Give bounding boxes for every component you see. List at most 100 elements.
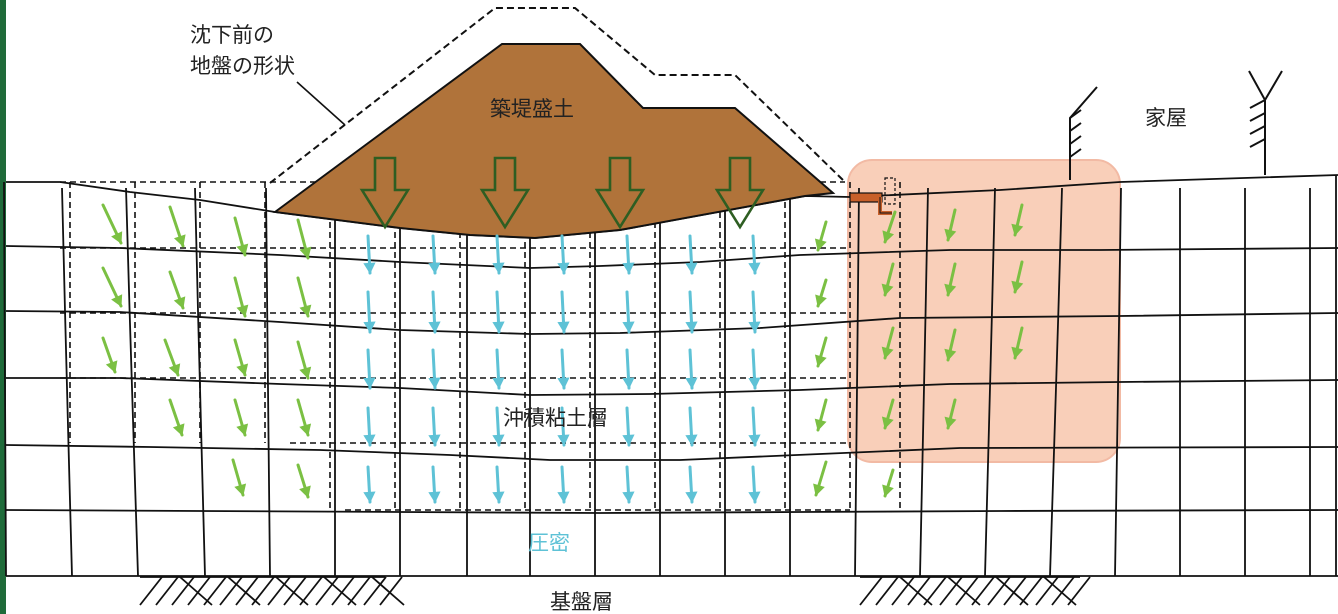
lateral-arrow	[882, 468, 895, 498]
lateral-arrow	[168, 270, 186, 310]
consolidation-arrow	[622, 406, 635, 447]
lateral-arrow	[233, 216, 249, 257]
grid-column-line	[854, 187, 860, 577]
lateral-arrow	[944, 208, 957, 242]
bedrock-hatch-stroke	[315, 576, 339, 606]
bedrock-hatch-stroke	[139, 576, 163, 606]
lateral-arrow	[1011, 326, 1024, 360]
bedrock-hatch-stroke	[875, 576, 899, 606]
bedrock-hatch-stroke	[267, 576, 291, 606]
bedrock-hatch-stroke	[235, 576, 259, 606]
consolidation-arrow	[685, 465, 698, 504]
consolidation-arrow	[685, 290, 698, 334]
lateral-arrow	[881, 326, 895, 360]
consolidation-arrow	[557, 234, 570, 275]
consolidation-arrow	[363, 348, 376, 390]
bedrock-hatch-stroke	[331, 576, 355, 606]
consolidation-arrow	[363, 465, 376, 504]
consolidation-arrow	[622, 348, 635, 390]
grid-column-line	[3, 181, 7, 577]
lateral-arrow	[101, 266, 123, 308]
bedrock-hatch-stroke	[859, 576, 883, 606]
grid-row-line	[5, 444, 1338, 461]
lateral-arrow	[881, 398, 895, 430]
load-arrow	[714, 156, 766, 230]
bedrock-hatch-stroke	[1035, 576, 1059, 606]
consolidation-arrow	[363, 234, 376, 275]
consolidation-arrow	[557, 348, 570, 390]
consolidation-arrow	[428, 290, 441, 334]
bedrock-hatch-stroke	[179, 576, 213, 606]
lateral-arrow	[1011, 203, 1024, 237]
consolidation-arrow	[428, 348, 441, 390]
bedrock-hatch-stroke	[955, 576, 979, 606]
lateral-arrow	[813, 460, 828, 497]
consolidation-arrow	[363, 406, 376, 447]
load-arrow	[594, 156, 646, 230]
consolidation-arrow	[492, 465, 505, 504]
load-arrow	[479, 156, 531, 230]
lateral-arrow	[1011, 260, 1024, 294]
label-embankment: 築堤盛土	[490, 97, 574, 121]
bedrock-hatch-stroke	[323, 576, 357, 606]
consolidation-arrow	[622, 465, 635, 504]
left-edge-bar	[0, 0, 6, 614]
bedrock-hatch-stroke	[187, 576, 211, 606]
grid-column-line	[1114, 187, 1122, 577]
grid-column-line	[919, 187, 929, 577]
label-house: 家屋	[1145, 106, 1187, 130]
consolidation-arrow	[428, 465, 441, 504]
bedrock-hatch-stroke	[219, 576, 243, 606]
consolidation-arrow	[622, 290, 635, 334]
consolidation-arrow	[557, 465, 570, 504]
lateral-arrow	[882, 210, 897, 244]
embankment-shape	[272, 43, 836, 240]
consolidation-arrow	[492, 290, 505, 334]
bedrock-hatch-stroke	[1043, 576, 1077, 606]
house-left-icon	[1069, 86, 1098, 180]
lateral-arrow	[296, 340, 312, 380]
bedrock-hatch-stroke	[171, 576, 195, 606]
bedrock-hatch-stroke	[1003, 576, 1027, 606]
grid-row-line	[5, 245, 1338, 269]
lateral-arrow	[233, 338, 249, 377]
bedrock-hatch-stroke	[363, 576, 387, 606]
bedrock-hatch-stroke	[155, 576, 179, 606]
label-bedrock: 基盤層	[550, 590, 613, 614]
bedrock-hatch-stroke	[947, 576, 981, 606]
lateral-arrow	[163, 338, 181, 377]
bedrock-hatch	[139, 576, 1091, 606]
bedrock-hatch-stroke	[379, 576, 403, 606]
lateral-arrow	[233, 276, 249, 318]
consolidation-arrow	[685, 234, 698, 275]
consolidation-arrow	[363, 290, 376, 334]
bedrock-hatch-stroke	[891, 576, 915, 606]
bedrock-hatch-stroke	[371, 576, 405, 606]
lateral-arrow	[168, 398, 185, 437]
lateral-arrow	[101, 336, 118, 374]
drain-pipe	[849, 177, 896, 215]
lateral-arrow	[881, 262, 895, 297]
consolidation-arrow	[685, 406, 698, 447]
original-ground-leader-line	[296, 81, 346, 126]
grid-column-line	[265, 187, 271, 577]
label-consolidation: 圧密	[528, 531, 570, 555]
consolidation-arrow	[685, 348, 698, 390]
lateral-arrow	[296, 218, 312, 260]
label-clay-layer: 沖積粘土層	[503, 406, 608, 430]
lateral-arrow	[815, 278, 828, 308]
bedrock-hatch-stroke	[1051, 576, 1075, 606]
grid-row-line	[5, 310, 1338, 335]
grid-row-line	[5, 509, 1338, 514]
bedrock-hatch-stroke	[275, 576, 309, 606]
consolidation-arrow	[622, 234, 635, 275]
house-right-icon	[1248, 70, 1283, 175]
consolidation-arrow	[748, 348, 761, 390]
embankment-load-arrows	[359, 156, 766, 230]
consolidation-arrow	[748, 465, 761, 504]
lateral-arrow	[814, 398, 828, 432]
consolidation-arrow	[492, 348, 505, 390]
lateral-arrow	[944, 398, 957, 430]
consolidation-arrow	[557, 290, 570, 334]
